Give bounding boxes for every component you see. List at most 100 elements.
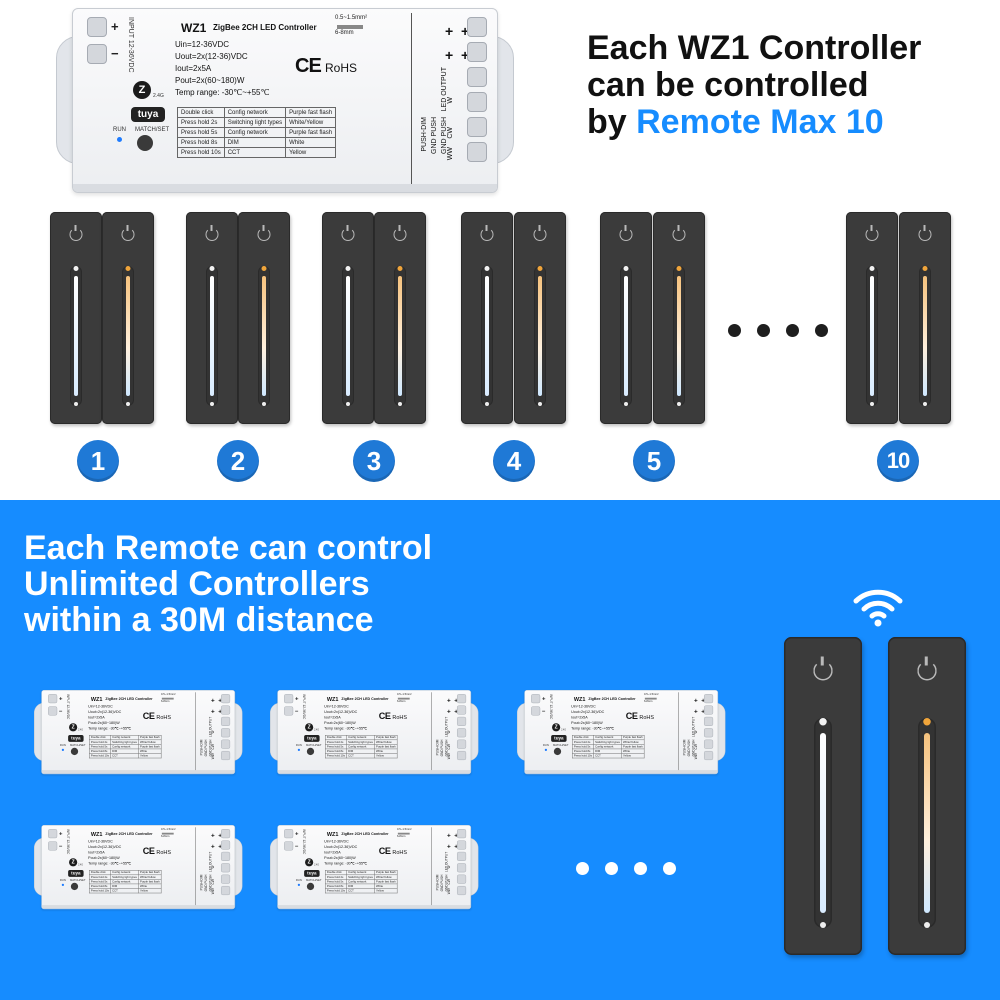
table-cell: White: [621, 748, 645, 754]
slider-bottom-dot: [126, 402, 130, 406]
match-set-button[interactable]: [306, 747, 315, 756]
minus-sign: −: [295, 707, 299, 715]
remote-dim: [846, 212, 898, 424]
slider-bottom-dot: [538, 402, 542, 406]
led-output-label: LED OUTPUT: [445, 851, 449, 873]
slider-bottom-dot: [346, 402, 350, 406]
remote-number-badge: 4: [493, 440, 535, 482]
match-set-button[interactable]: [70, 747, 79, 756]
remote-number-badge: 3: [353, 440, 395, 482]
table-cell: Config network: [223, 127, 287, 138]
output-ww-label: WW: [447, 753, 452, 760]
table-cell: Press hold 10s: [89, 888, 111, 894]
run-led-indicator: [297, 748, 301, 751]
output-col-label: PUSH-DIM: [683, 739, 687, 756]
rohs-mark: RoHS: [392, 714, 407, 721]
band-label: 2.4G: [78, 863, 84, 867]
plus-sign: +: [210, 842, 215, 851]
slider-light-strip: [624, 276, 628, 396]
output-w-label: W: [211, 730, 216, 734]
match-set-button[interactable]: [70, 882, 79, 891]
remote-dim: [50, 212, 102, 424]
table-cell: Switching light types: [223, 117, 287, 128]
run-led-indicator: [297, 883, 301, 886]
spec-line: Temp range: -30℃~+55℃: [571, 726, 615, 731]
table-cell: CCT: [223, 147, 287, 158]
rohs-mark: RoHS: [325, 61, 358, 75]
spec-line: Pout=2x(60~180)W: [324, 855, 356, 861]
wire-spec-2: 6-8mm: [396, 700, 406, 703]
table-cell: Press hold 10s: [89, 753, 111, 759]
zigbee-logo-icon: Z: [69, 723, 78, 732]
zigbee-logo-icon: Z: [305, 723, 314, 732]
led-output-label: LED OUTPUT: [209, 851, 213, 873]
match-set-button[interactable]: [553, 747, 562, 756]
run-led-indicator: [61, 748, 65, 751]
plus-sign: +: [210, 831, 215, 840]
table-cell: Press hold 5s: [177, 127, 225, 138]
slider-bottom-dot: [870, 402, 874, 406]
ellipsis-dot: [634, 862, 647, 875]
power-icon: [480, 225, 494, 241]
model-name: WZ1: [326, 830, 339, 838]
slider-top-dot: [819, 718, 827, 726]
plus-sign: +: [111, 19, 119, 34]
output-cw-label: CW: [447, 127, 454, 139]
plus-sign: +: [210, 696, 215, 705]
power-icon: [619, 225, 633, 241]
slider-light-strip: [346, 276, 350, 396]
remote-dim: [322, 212, 374, 424]
output-col-label: GND PUSH: [440, 874, 444, 892]
controller-title: ZigBee 2CH LED Controller: [341, 696, 389, 701]
output-cw-label: CW: [694, 744, 699, 750]
table-cell: Yellow: [374, 888, 398, 894]
plus-sign: +: [454, 843, 458, 850]
plus-sign: +: [446, 696, 451, 705]
bottom-heading-line3: within a 30M distance: [24, 601, 374, 639]
ce-mark: CE: [378, 846, 391, 857]
spec-line: Temp range: -30℃~+55℃: [88, 861, 132, 866]
controller-title: ZigBee 2CH LED Controller: [588, 696, 636, 701]
spec-line: Pout=2x(60~180)W: [88, 855, 120, 861]
power-icon: [69, 225, 83, 241]
run-led-indicator: [544, 748, 548, 751]
model-name: WZ1: [326, 695, 339, 703]
match-set-button[interactable]: [137, 135, 153, 151]
slider-light-strip: [923, 276, 927, 396]
table-cell: Press hold 8s: [177, 137, 225, 148]
output-w-label: W: [447, 865, 452, 869]
match-set-button[interactable]: [306, 882, 315, 891]
plus-sign: +: [454, 697, 458, 704]
output-ww-label: WW: [211, 753, 216, 760]
wire-spec-1: 0.5~1.5mm²: [396, 828, 412, 831]
plus-sign: +: [446, 842, 451, 851]
slider-light-strip: [210, 276, 214, 396]
table-cell: DIM: [346, 748, 375, 754]
table-cell: Double click: [177, 107, 225, 118]
remote-cct: [514, 212, 566, 424]
slider-top-dot: [922, 266, 928, 271]
plus-sign: +: [295, 830, 299, 837]
remote-cct: [102, 212, 154, 424]
run-label: RUN: [295, 879, 302, 882]
table-cell: CCT: [110, 753, 139, 759]
table-cell: DIM: [593, 748, 622, 754]
divider: [411, 13, 412, 185]
output-terminals: [221, 694, 231, 762]
output-col-label: GND PUSH: [687, 739, 691, 757]
